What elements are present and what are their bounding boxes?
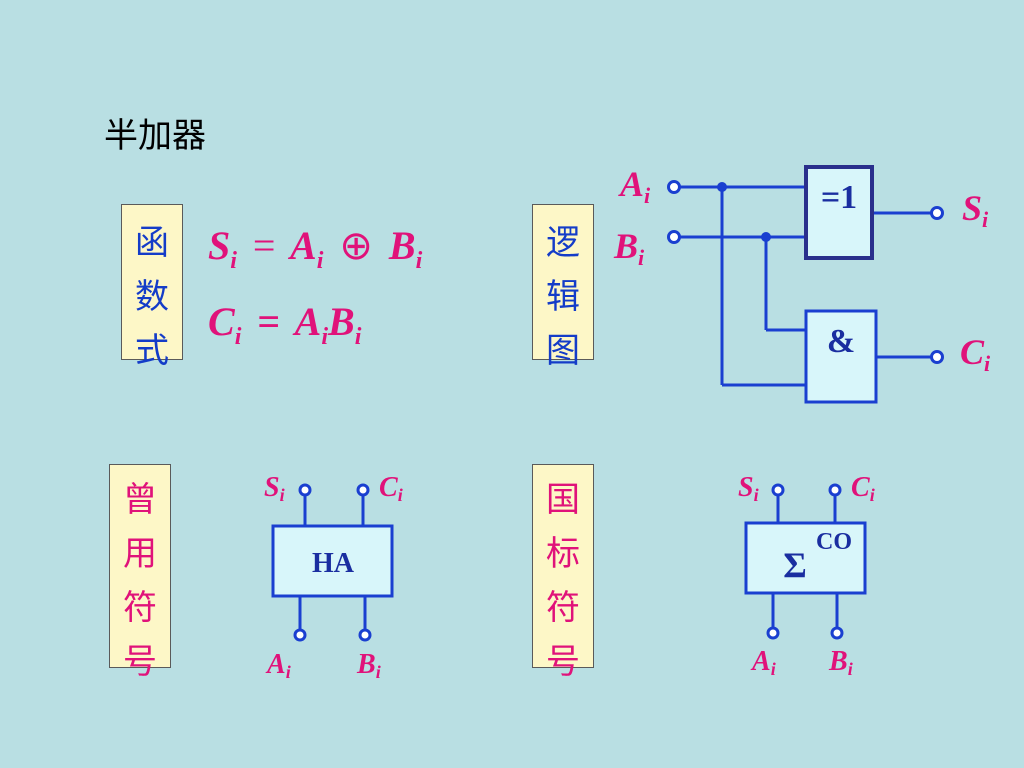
std-pin-a: Ai <box>750 646 776 679</box>
std-pin-b: Bi <box>828 646 853 679</box>
ha-pin-c: Ci <box>379 472 403 505</box>
sum-formula: Si = Ai ⊕ Bi <box>208 222 422 275</box>
input-b-symbol: B <box>388 223 416 268</box>
std-terminal-b <box>830 626 844 640</box>
terminal-s <box>930 206 944 220</box>
pin-label-a: Ai <box>618 164 651 208</box>
label-function: 函 数 式 <box>121 204 183 371</box>
label-char: 国 <box>546 480 580 520</box>
std-terminal-a <box>766 626 780 640</box>
label-char: 符 <box>123 588 157 628</box>
ha-terminal-a <box>293 628 307 642</box>
label-char: 符 <box>546 588 580 628</box>
xor-label: =1 <box>821 179 857 216</box>
ha-pin-b: Bi <box>356 649 381 682</box>
input-b-symbol: B <box>328 299 355 344</box>
ha-pin-a: Ai <box>265 649 291 682</box>
std-pin-c: Ci <box>851 472 875 505</box>
carry-formula: Ci = AiBi <box>208 298 361 351</box>
std-box <box>744 521 867 595</box>
std-terminal-c <box>828 483 842 497</box>
subscript: i <box>230 248 237 274</box>
junction-dot <box>717 182 727 192</box>
ha-box <box>271 524 394 598</box>
label-char: 辑 <box>546 277 580 317</box>
xor-gate <box>804 165 874 260</box>
std-terminal-s <box>771 483 785 497</box>
ha-pin-s: Si <box>264 472 285 505</box>
label-char: 图 <box>546 331 580 371</box>
subscript: i <box>321 324 329 350</box>
label-char: 用 <box>123 534 157 574</box>
label-char: 数 <box>135 277 169 317</box>
pin-label-c: Ci <box>960 332 991 376</box>
label-char: 曾 <box>123 480 157 520</box>
label-char: 式 <box>135 331 169 371</box>
junction-dot <box>761 232 771 242</box>
co-label: CO <box>816 529 852 555</box>
xor-operator: ⊕ <box>339 223 373 268</box>
terminal-a <box>667 180 681 194</box>
equals-sign: = <box>257 299 281 344</box>
label-char: 函 <box>135 223 169 263</box>
subscript: i <box>316 248 324 274</box>
carry-symbol: C <box>208 299 235 344</box>
ha-label: HA <box>312 548 355 579</box>
label-std-symbol: 国 标 符 号 <box>532 464 594 682</box>
and-gate <box>804 309 878 404</box>
equals-sign: = <box>252 223 276 268</box>
label-char: 逻 <box>546 223 580 263</box>
input-a-symbol: A <box>294 299 322 344</box>
std-pin-s: Si <box>738 472 759 505</box>
label-char: 号 <box>546 642 580 682</box>
terminal-c <box>930 350 944 364</box>
label-char: 标 <box>546 534 580 574</box>
sigma-label: Σ <box>783 545 807 585</box>
subscript: i <box>354 324 362 350</box>
ha-terminal-s <box>298 483 312 497</box>
sum-symbol: S <box>208 223 231 268</box>
ha-terminal-b <box>358 628 372 642</box>
input-a-symbol: A <box>290 223 317 268</box>
label-old-symbol: 曾 用 符 号 <box>109 464 171 682</box>
subscript: i <box>234 324 242 350</box>
label-logic-diagram: 逻 辑 图 <box>532 204 594 371</box>
subscript: i <box>415 248 423 274</box>
and-label: & <box>827 323 855 360</box>
ha-terminal-c <box>356 483 370 497</box>
page-title: 半加器 <box>104 116 206 156</box>
pin-label-s: Si <box>962 188 989 232</box>
pin-label-b: Bi <box>613 226 645 270</box>
terminal-b <box>667 230 681 244</box>
label-char: 号 <box>123 642 157 682</box>
